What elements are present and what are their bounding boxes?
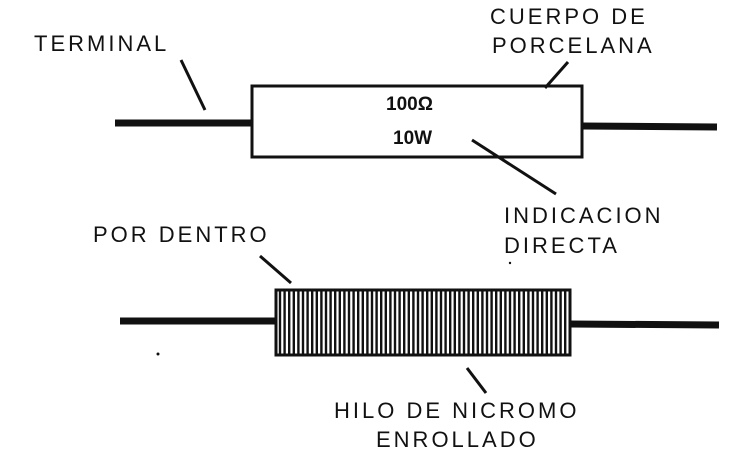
wire-label-line2: ENROLLADO: [376, 427, 539, 452]
indication-label-line1: INDICACION: [504, 203, 664, 228]
porcelain-body: [250, 84, 584, 159]
body-leader: [543, 61, 570, 89]
indication-leader: [471, 138, 557, 196]
speck: [508, 261, 512, 265]
wire-label-line1: HILO DE NICROMO: [334, 398, 580, 423]
inside-label: POR DENTRO: [93, 222, 270, 247]
bottom-right-lead: [569, 320, 720, 329]
power-marking: 10W: [393, 128, 433, 149]
wire-leader: [465, 367, 488, 394]
body-label-line1: CUERPO DE: [490, 4, 648, 29]
top-right-lead: [581, 122, 718, 131]
indication-label-line2: DIRECTA: [504, 233, 620, 258]
resistance-marking: 100Ω: [386, 94, 433, 115]
terminal-leader: [179, 59, 207, 111]
body-label-line2: PORCELANA: [492, 33, 655, 58]
nichrome-windings: [278, 291, 567, 354]
terminal-label: TERMINAL: [34, 31, 170, 56]
inside-leader: [259, 254, 292, 285]
speck: [156, 352, 160, 356]
